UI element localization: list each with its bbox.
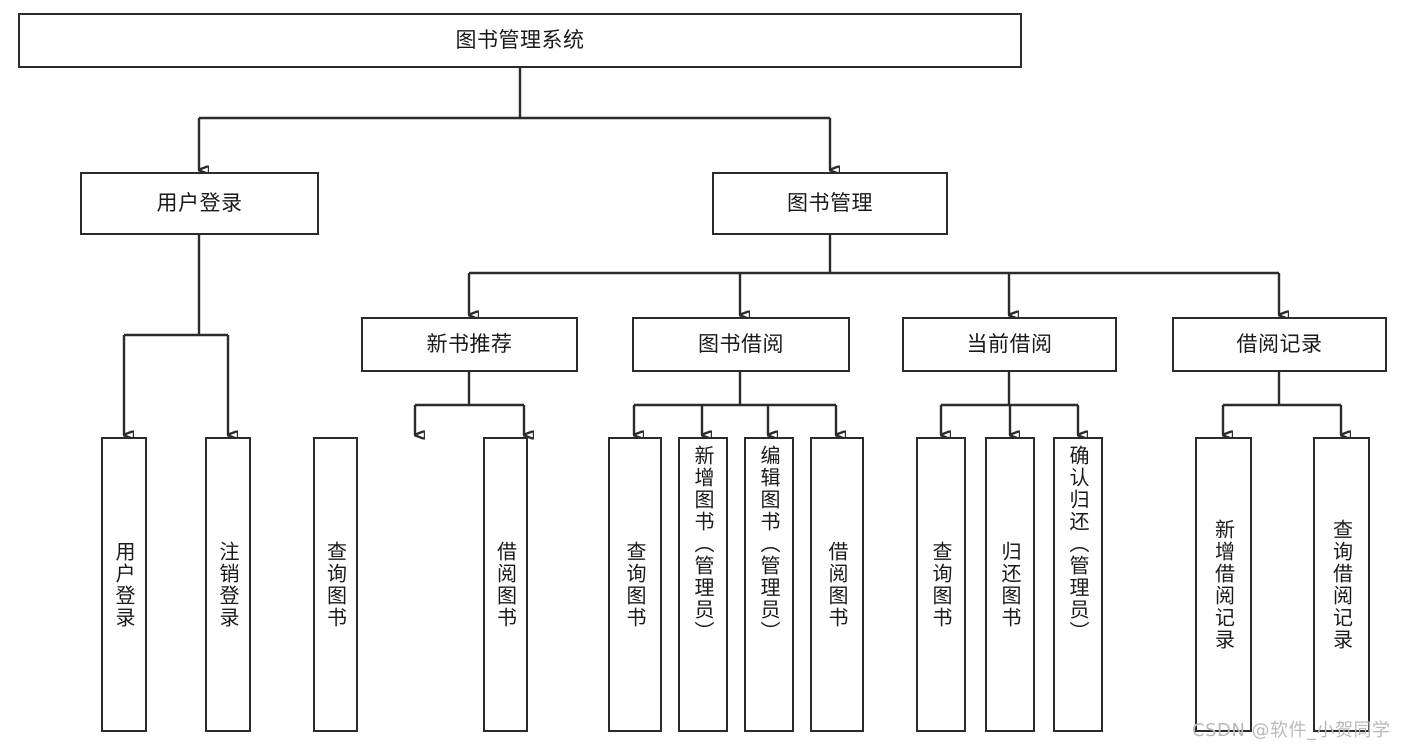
node-leaf-logout[interactable]: 注销登录: [205, 437, 251, 732]
node-leaf-user-login[interactable]: 用户登录: [101, 437, 147, 732]
node-leaf-edit-book-admin-label: 编辑图书（管理员）: [757, 445, 781, 643]
node-leaf-query-borrow-record[interactable]: 查询借阅记录: [1313, 437, 1370, 732]
node-level2-user-login[interactable]: 用户登录: [80, 172, 319, 235]
node-level3-current-borrow-label: 当前借阅: [966, 331, 1053, 356]
node-leaf-query-borrow-record-label: 查询借阅记录: [1329, 518, 1354, 651]
node-leaf-query-book-current[interactable]: 查询图书: [916, 437, 966, 732]
node-root-label: 图书管理系统: [455, 27, 585, 52]
node-leaf-confirm-return-admin[interactable]: 确认归还（管理员）: [1053, 437, 1103, 732]
node-leaf-add-borrow-record-label: 新增借阅记录: [1211, 518, 1236, 651]
node-level3-new-book-recommend-label: 新书推荐: [426, 331, 513, 356]
node-level2-user-login-label: 用户登录: [156, 190, 243, 215]
node-level3-book-borrow[interactable]: 图书借阅: [632, 317, 850, 372]
csdn-watermark: CSDN @软件_小贺同学: [1192, 720, 1391, 741]
node-leaf-logout-label: 注销登录: [216, 540, 240, 629]
node-leaf-confirm-return-admin-label: 确认归还（管理员）: [1066, 445, 1090, 643]
node-level2-book-management-label: 图书管理: [787, 190, 873, 215]
node-leaf-borrow-book-new[interactable]: 借阅图书: [483, 437, 528, 732]
node-level2-book-management[interactable]: 图书管理: [712, 172, 948, 235]
node-leaf-query-book-new-label: 查询图书: [323, 540, 348, 629]
node-leaf-borrow-book-label: 借阅图书: [825, 540, 849, 629]
node-root[interactable]: 图书管理系统: [18, 13, 1022, 68]
node-leaf-return-book-label: 归还图书: [998, 540, 1022, 629]
node-leaf-add-book-admin[interactable]: 新增图书（管理员）: [678, 437, 728, 732]
node-leaf-query-book-borrow[interactable]: 查询图书: [608, 437, 662, 732]
node-level3-borrow-record-label: 借阅记录: [1236, 331, 1323, 356]
node-level3-book-borrow-label: 图书借阅: [698, 331, 784, 356]
node-leaf-return-book[interactable]: 归还图书: [985, 437, 1035, 732]
node-level3-borrow-record[interactable]: 借阅记录: [1172, 317, 1387, 372]
node-leaf-borrow-book[interactable]: 借阅图书: [810, 437, 864, 732]
node-leaf-query-book-borrow-label: 查询图书: [623, 540, 647, 629]
node-leaf-edit-book-admin[interactable]: 编辑图书（管理员）: [744, 437, 794, 732]
node-leaf-query-book-new[interactable]: 查询图书: [313, 437, 358, 732]
node-leaf-query-book-current-label: 查询图书: [929, 540, 953, 629]
node-leaf-user-login-label: 用户登录: [112, 540, 136, 629]
node-leaf-borrow-book-new-label: 借阅图书: [493, 540, 518, 629]
node-level3-new-book-recommend[interactable]: 新书推荐: [361, 317, 578, 372]
node-leaf-add-book-admin-label: 新增图书（管理员）: [691, 445, 715, 643]
node-level3-current-borrow[interactable]: 当前借阅: [902, 317, 1117, 372]
node-leaf-add-borrow-record[interactable]: 新增借阅记录: [1195, 437, 1252, 732]
